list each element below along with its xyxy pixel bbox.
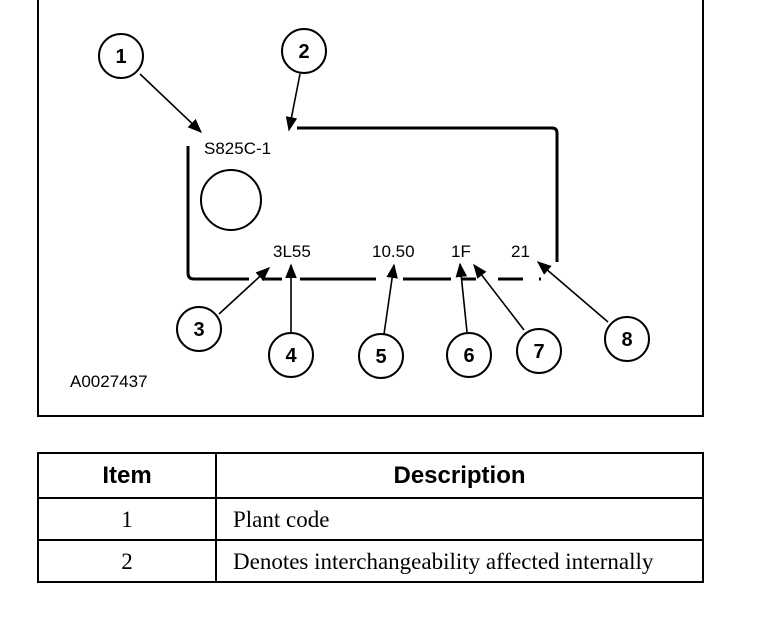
callout-7-circle <box>516 328 562 374</box>
table-header-row: Item Description <box>37 452 704 499</box>
callout-1-circle <box>98 33 144 79</box>
callout-4-label: 4 <box>285 345 297 367</box>
leader-1 <box>139 73 203 133</box>
table-cell-item: 2 <box>37 539 217 583</box>
diagram-figure: S825C-1 3L55 10.50 1F 21 1 <box>37 0 704 417</box>
leader-5 <box>383 263 398 335</box>
table-row: 2 Denotes interchangeability affected in… <box>37 539 704 583</box>
callout-3-label: 3 <box>193 319 204 341</box>
callout-8-circle <box>604 316 650 362</box>
tag-outline <box>186 126 559 281</box>
leader-6 <box>455 262 468 333</box>
item-column-header: Item <box>37 452 217 499</box>
callout-6-label: 6 <box>463 345 474 367</box>
description-column-header: Description <box>215 452 704 499</box>
callout-2-circle <box>281 28 327 74</box>
tag-value-text: 10.50 <box>372 242 415 261</box>
callout-3-circle <box>176 306 222 352</box>
diagram-svg: S825C-1 3L55 10.50 1F 21 1 <box>70 28 650 391</box>
callout-8-label: 8 <box>621 329 632 351</box>
tag-code-text: S825C-1 <box>204 139 271 158</box>
tag-serial-text: 21 <box>511 242 530 261</box>
table-row: 1 Plant code <box>37 497 704 541</box>
table-cell-description: Plant code <box>215 497 704 541</box>
description-table: Item Description 1 Plant code 2 Denotes … <box>37 452 704 583</box>
leader-3 <box>218 267 271 315</box>
tag-suffix-text: 1F <box>451 242 471 261</box>
leader-8 <box>536 261 609 323</box>
leader-7 <box>473 263 525 331</box>
table-cell-item: 1 <box>37 497 217 541</box>
callout-5-label: 5 <box>375 346 386 368</box>
table-cell-description: Denotes interchangeability affected inte… <box>215 539 704 583</box>
tag-model-text: 3L55 <box>273 242 311 261</box>
figure-id: A0027437 <box>70 372 148 391</box>
callout-5-circle <box>358 333 404 379</box>
callout-4-circle <box>268 332 314 378</box>
callout-1-label: 1 <box>115 46 126 68</box>
tag-hole <box>200 169 262 231</box>
callout-6-circle <box>446 332 492 378</box>
callout-2-label: 2 <box>298 41 309 63</box>
callout-7-label: 7 <box>533 341 544 363</box>
leader-2 <box>285 73 301 132</box>
